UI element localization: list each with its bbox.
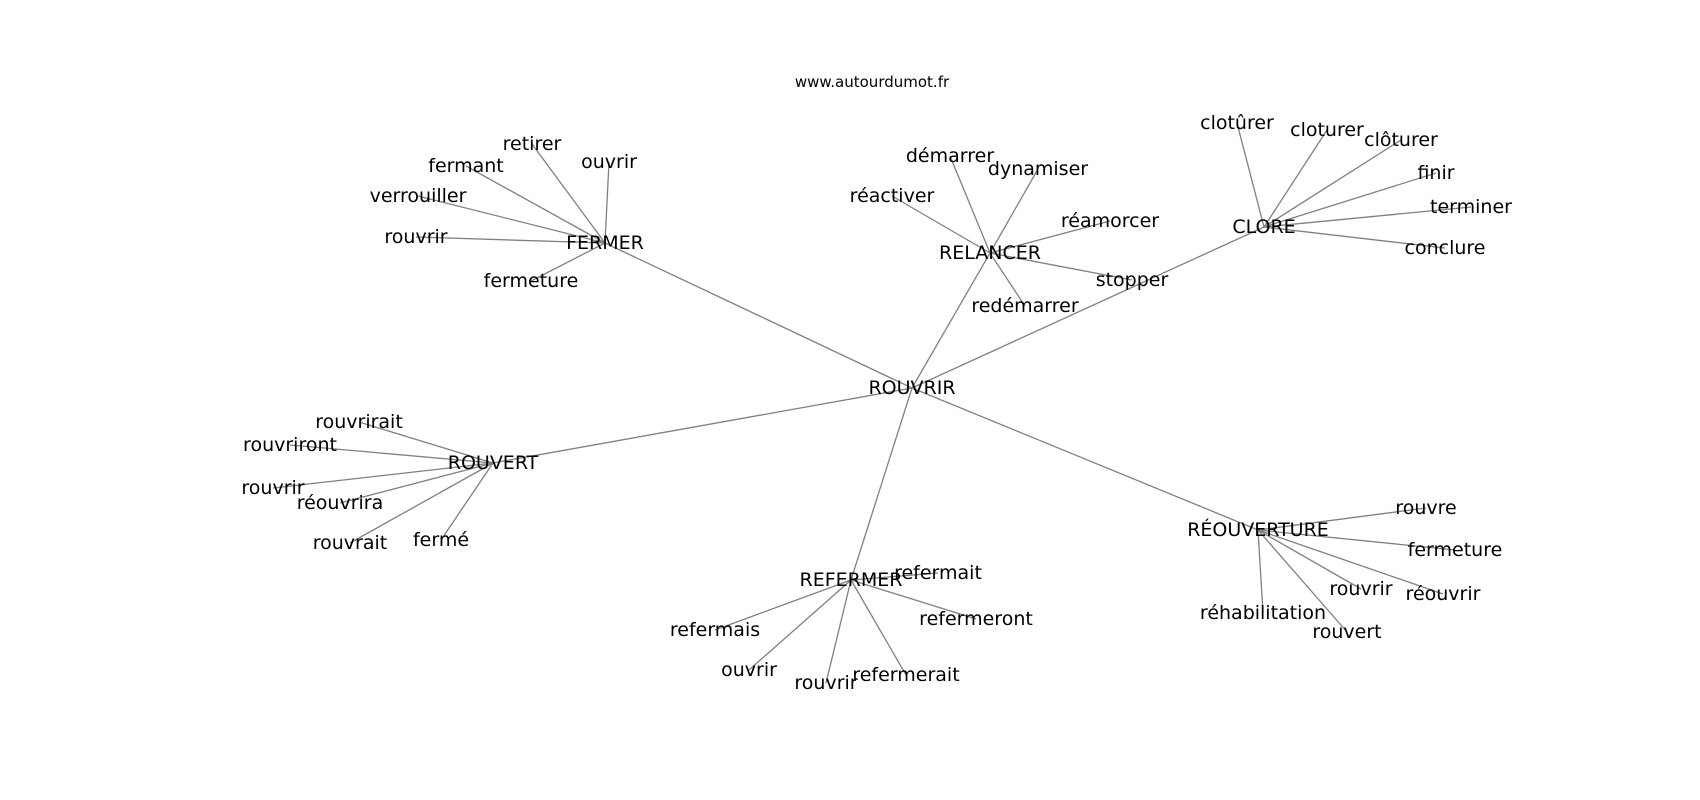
edge-reouverture-rehabilitation	[1257, 529, 1264, 614]
word-node-rouvert-reouvrira: réouvrira	[297, 492, 384, 514]
edge-rouvert-rouvrirait	[358, 421, 494, 464]
group-node-clore: CLORE	[1232, 216, 1295, 238]
center-node-label: ROUVRIR	[868, 377, 955, 399]
word-node-clore-finir: finir	[1417, 162, 1454, 184]
edge-center-relancer	[911, 252, 991, 389]
edge-clore-cloturer	[1263, 129, 1328, 228]
word-node-rouvert-rouvrir: rouvrir	[241, 477, 304, 499]
word-node-reouverture-rouvre: rouvre	[1395, 497, 1456, 519]
edge-clore-cloturer	[1236, 122, 1265, 228]
edge-fermer-fermant	[465, 165, 606, 244]
edge-fermer-fermeture	[530, 242, 606, 282]
word-node-rouvert-rouvriront: rouvriront	[243, 434, 337, 456]
group-node-reouverture: RÉOUVERTURE	[1187, 518, 1329, 541]
edge-relancer-reamorcer	[989, 220, 1111, 254]
edges-layer	[272, 122, 1472, 684]
edge-reouverture-fermeture	[1257, 529, 1456, 551]
edge-center-clore	[911, 226, 1265, 389]
edge-reouverture-rouvert	[1257, 529, 1348, 633]
edge-clore-cloturer	[1263, 139, 1402, 228]
edge-refermer-refermerait	[850, 579, 907, 676]
edge-relancer-demarrer	[949, 155, 991, 254]
word-node-relancer-redemarrer: redémarrer	[971, 295, 1079, 317]
word-node-fermer-fermeture: fermeture	[484, 270, 579, 292]
word-node-relancer-reamorcer: réamorcer	[1061, 210, 1159, 232]
edge-refermer-rouvrir	[825, 579, 852, 684]
edge-clore-finir	[1263, 172, 1437, 228]
word-node-clore-cloturer: clotûrer	[1200, 112, 1274, 134]
word-node-refermer-refermais: refermais	[670, 619, 760, 641]
word-node-rouvert-rouvrait: rouvrait	[313, 532, 388, 554]
edge-relancer-redemarrer	[989, 252, 1026, 307]
word-node-refermer-refermeront: refermeront	[919, 608, 1033, 630]
edge-clore-conclure	[1263, 226, 1446, 249]
group-node-rouvert: ROUVERT	[448, 452, 539, 474]
edge-rouvert-reouvrira	[339, 462, 494, 504]
word-node-refermer-refermerait: refermerait	[852, 664, 959, 686]
edge-relancer-reactiver	[891, 195, 991, 254]
word-node-reouverture-fermeture: fermeture	[1408, 539, 1503, 561]
word-node-clore-cloturer: cloturer	[1290, 119, 1364, 141]
word-node-reouverture-reouvrir: réouvrir	[1406, 583, 1481, 605]
edge-fermer-retirer	[531, 143, 606, 244]
word-node-refermer-ouvrir: ouvrir	[721, 659, 777, 681]
word-node-refermer-rouvrir: rouvrir	[794, 672, 857, 694]
word-node-fermer-ouvrir: ouvrir	[581, 151, 637, 173]
labels-layer: www.autourdumot.fr ROUVRIR FERMER retirer o…	[241, 73, 1512, 694]
word-node-fermer-retirer: retirer	[503, 133, 562, 155]
word-node-refermer-refermait: refermait	[894, 562, 982, 584]
word-node-clore-cloturer: clôturer	[1364, 129, 1438, 151]
group-node-fermer: FERMER	[566, 232, 644, 254]
word-node-fermer-fermant: fermant	[428, 155, 504, 177]
edge-center-fermer	[604, 242, 913, 389]
word-node-clore-terminer: terminer	[1430, 196, 1512, 218]
edge-rouvert-ferme	[440, 462, 494, 541]
edge-refermer-refermeront	[850, 579, 977, 620]
source-label: www.autourdumot.fr	[795, 73, 950, 91]
word-node-relancer-demarrer: démarrer	[906, 145, 994, 167]
edge-center-reouverture	[911, 387, 1259, 531]
word-node-relancer-stopper: stopper	[1096, 269, 1169, 291]
group-node-refermer: REFERMER	[800, 569, 903, 591]
edge-rouvert-rouvrait	[349, 462, 494, 544]
word-node-reouverture-rouvert: rouvert	[1312, 621, 1381, 643]
edge-rouvert-rouvriront	[289, 444, 494, 464]
word-node-relancer-dynamiser: dynamiser	[988, 158, 1088, 180]
edge-reouverture-rouvrir	[1257, 529, 1362, 590]
edge-reouverture-reouvrir	[1257, 529, 1444, 595]
word-node-rouvert-rouvrirait: rouvrirait	[315, 411, 403, 433]
edge-center-refermer	[850, 387, 913, 581]
edge-refermer-refermait	[850, 572, 939, 581]
word-node-fermer-verrouiller: verrouiller	[370, 185, 467, 207]
word-node-fermer-rouvrir: rouvrir	[384, 226, 447, 248]
edge-fermer-ouvrir	[604, 161, 610, 244]
edge-fermer-rouvrir	[415, 236, 606, 244]
edge-reouverture-rouvre	[1257, 507, 1427, 531]
word-node-relancer-reactiver: réactiver	[850, 185, 935, 207]
edge-fermer-verrouiller	[417, 195, 606, 244]
edge-clore-terminer	[1263, 206, 1472, 228]
edge-center-rouvert	[492, 387, 913, 464]
word-node-reouverture-rehabilitation: réhabilitation	[1200, 602, 1326, 624]
edge-relancer-dynamiser	[989, 168, 1039, 254]
edge-refermer-refermais	[714, 579, 852, 631]
word-node-reouverture-rouvrir: rouvrir	[1329, 578, 1392, 600]
edge-relancer-stopper	[989, 252, 1133, 281]
edge-refermer-ouvrir	[748, 579, 852, 671]
word-node-clore-conclure: conclure	[1405, 237, 1486, 259]
group-node-relancer: RELANCER	[939, 242, 1041, 264]
word-node-rouvert-ferme: fermé	[413, 529, 469, 551]
edge-rouvert-rouvrir	[272, 462, 494, 489]
